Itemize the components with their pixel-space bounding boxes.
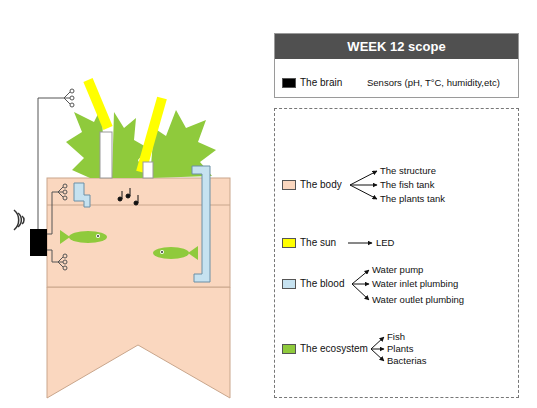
- legend-frame: [274, 108, 519, 398]
- part-label: The plants tank: [380, 194, 445, 205]
- part-label: Plants: [387, 344, 413, 355]
- part-label: Water pump: [372, 265, 423, 276]
- legend-swatch: [282, 180, 296, 190]
- part-label: Water inlet plumbing: [372, 279, 458, 290]
- part-label: The fish tank: [380, 180, 434, 191]
- legend-swatch: [282, 344, 296, 354]
- legend-text: The body: [300, 179, 342, 191]
- legend-text: The brain: [300, 77, 342, 89]
- part-label: Bacterias: [387, 356, 427, 367]
- legend-swatch: [282, 78, 296, 88]
- legend-swatch: [282, 238, 296, 248]
- part-label: The structure: [380, 166, 436, 177]
- box-heading: WEEK 12 scope: [275, 34, 518, 59]
- legend-text: The ecosystem: [300, 343, 368, 355]
- part-label: Water outlet plumbing: [372, 295, 464, 306]
- legend-text: The sun: [300, 237, 336, 249]
- part-label: Sensors (pH, T°C, humidity,etc): [367, 78, 500, 89]
- part-label: LED: [376, 238, 394, 249]
- part-label: Fish: [387, 332, 405, 343]
- legend-text: The blood: [300, 278, 344, 290]
- legend-swatch: [282, 279, 296, 289]
